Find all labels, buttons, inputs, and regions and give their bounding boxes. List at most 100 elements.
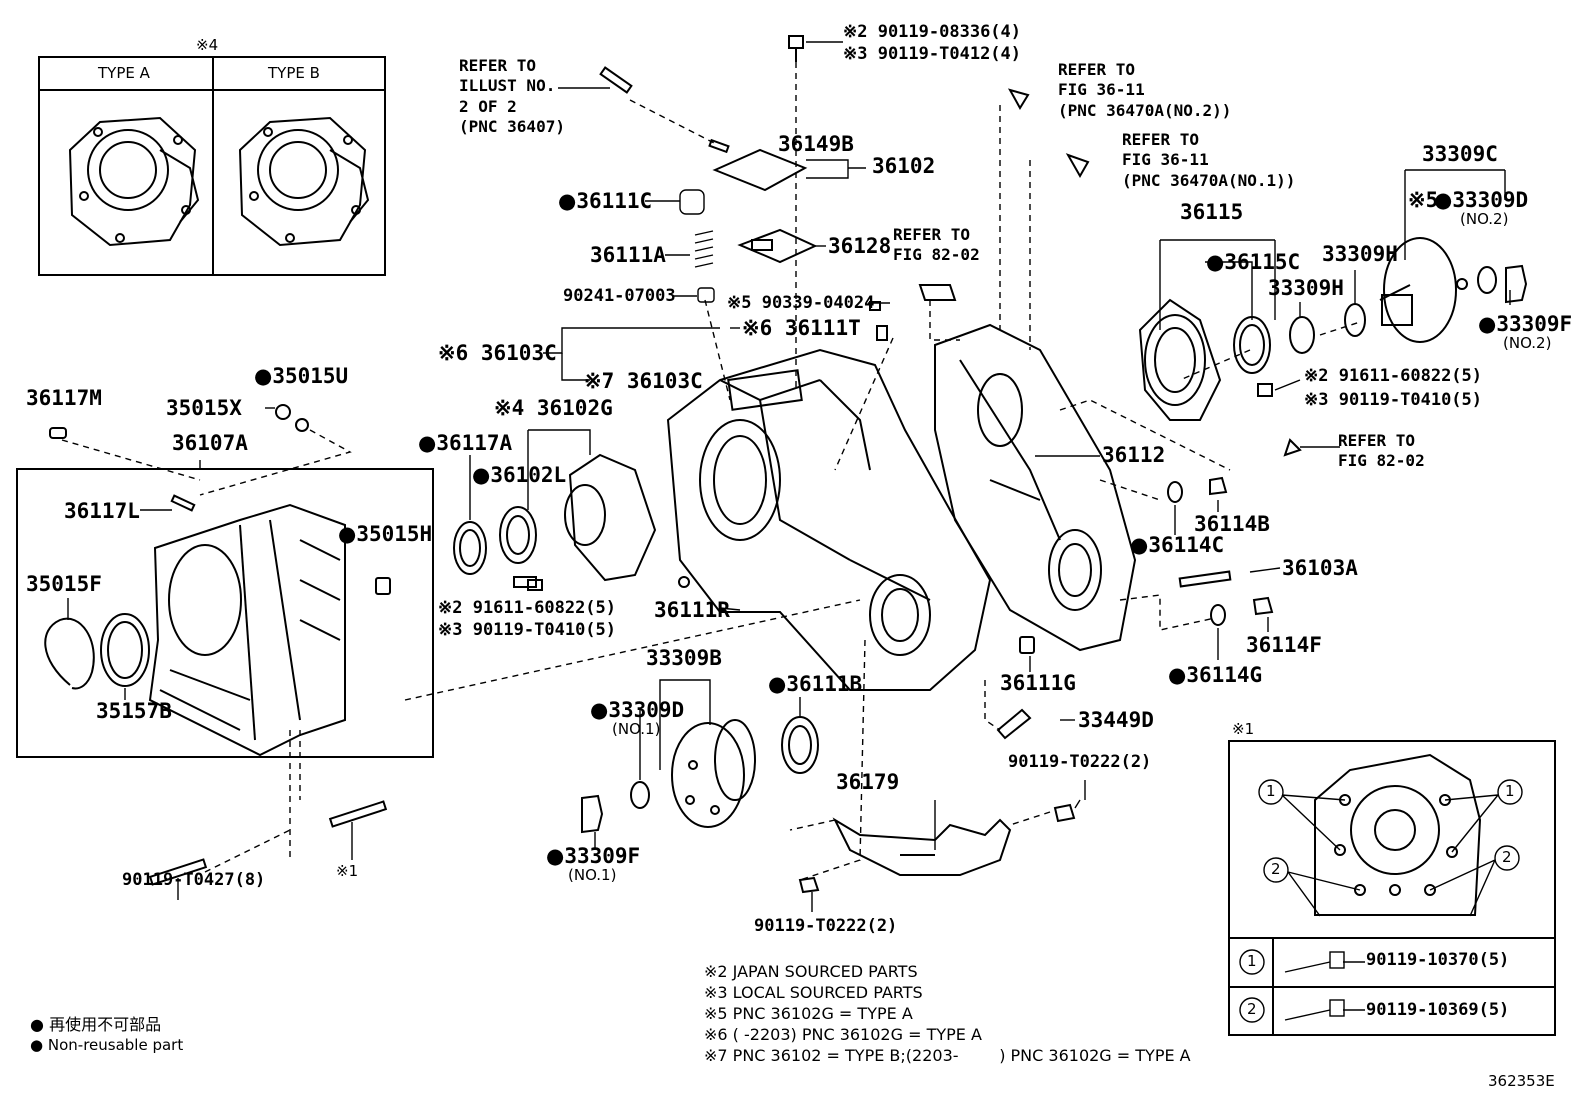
- bearing-retainer-drawing: [1138, 298, 1315, 421]
- bolt-1-part-number: 90119-10370(5): [1366, 950, 1510, 970]
- front-flange-drawing: [581, 719, 756, 834]
- part-33309f-no2: 33309F: [1478, 314, 1572, 335]
- part-36111t: ※6 36111T: [742, 316, 861, 340]
- label-leaders: [67, 41, 1511, 1011]
- part-90241-07003: 90241-07003: [563, 286, 676, 306]
- part-36117l: 36117L: [64, 499, 140, 523]
- note-line: ※2 JAPAN SOURCED PARTS: [704, 962, 918, 981]
- part-36103c-note7: ※7 36103C: [584, 369, 703, 393]
- part-note1-mark: ※1: [336, 862, 359, 880]
- type-b-label: TYPE B: [268, 64, 320, 82]
- part-36117m: 36117M: [26, 386, 102, 410]
- part-36102l: 36102L: [472, 465, 566, 486]
- bullet-icon: ●: [30, 1015, 44, 1034]
- notes-list: ※2 JAPAN SOURCED PARTS ※3 LOCAL SOURCED …: [704, 962, 1191, 1067]
- detail-box-divider-1: [1228, 937, 1556, 939]
- type-box-divider-h: [38, 89, 386, 91]
- bolt-2-circle: 2: [1247, 1000, 1257, 1018]
- ref-illust-2of2: REFER TO ILLUST NO. 2 OF 2 (PNC 36407): [459, 56, 565, 137]
- snap-ring-drawing: [44, 617, 95, 690]
- part-36111r: 36111R: [654, 598, 730, 622]
- part-36102g: ※4 36102G: [494, 396, 613, 420]
- part-mark5: ※5: [1408, 188, 1439, 212]
- part-90119-t0412: ※3 90119-T0412(4): [843, 44, 1022, 64]
- part-36111g: 36111G: [1000, 671, 1076, 695]
- part-33309c: 33309C: [1422, 142, 1498, 166]
- type-a-cover-drawing: [68, 116, 200, 247]
- adapter-36102g-drawing: [453, 453, 690, 588]
- part-90119-t0222-top: 90119-T0222(2): [1008, 752, 1152, 772]
- part-33309b: 33309B: [646, 646, 722, 670]
- part-90119-08336: ※2 90119-08336(4): [843, 22, 1022, 42]
- part-35157b: 35157B: [96, 699, 172, 723]
- part-90119-t0427: 90119-T0427(8): [122, 870, 266, 890]
- transfer-case-main-drawing: [666, 348, 992, 691]
- part-90119-t0222-bottom: 90119-T0222(2): [754, 916, 898, 936]
- ref-fig-82-02-right: REFER TO FIG 82-02: [1338, 431, 1425, 471]
- bullet-icon: ●: [30, 1036, 44, 1054]
- detail-callout-2-right: 2: [1502, 848, 1512, 866]
- note-line: ※7 PNC 36102 = TYPE B;(2203- ) PNC 36102…: [704, 1046, 1191, 1065]
- part-36115c: 36115C: [1206, 252, 1300, 273]
- detail-box-divider-2: [1228, 986, 1556, 988]
- ref-fig-36-11-no2: REFER TO FIG 36-11 (PNC 36470A(NO.2)): [1058, 60, 1232, 120]
- detail-leaders: [1239, 779, 1523, 1023]
- part-33309d-no1-qualifier: (NO.1): [612, 720, 661, 738]
- top-bolt-drawing: [788, 35, 804, 62]
- detail-box-mark: ※1: [1232, 720, 1255, 738]
- type-box-mark: ※4: [196, 36, 219, 54]
- part-90119-t0410-left: ※3 90119-T0410(5): [438, 620, 617, 640]
- part-33309h-lower: 33309H: [1268, 276, 1344, 300]
- type-b-cover-drawing: [238, 116, 370, 247]
- detail-box: [1228, 740, 1556, 1036]
- note-line: ※3 LOCAL SOURCED PARTS: [704, 983, 923, 1002]
- detail-housing-drawing: [1314, 753, 1482, 916]
- small-hardware-drawing: [869, 88, 1302, 740]
- part-36128: 36128: [828, 234, 892, 258]
- small-plugs-drawing: [49, 404, 391, 595]
- part-35015h: 35015H: [338, 524, 432, 545]
- ref-fig-36-11-no1: REFER TO FIG 36-11 (PNC 36470A(NO.1)): [1122, 130, 1296, 190]
- extension-housing-drawing: [148, 503, 346, 757]
- seal-35157b-drawing: [100, 613, 150, 687]
- note-line: ※5 PNC 36102G = TYPE A: [704, 1004, 913, 1023]
- part-33309d-no2: 33309D: [1434, 190, 1528, 211]
- part-36102: 36102: [872, 154, 936, 178]
- part-36111c: 36111C: [558, 191, 652, 212]
- part-33309d-no2-qualifier: (NO.2): [1460, 210, 1509, 228]
- part-33309f-no1: 33309F: [546, 846, 640, 867]
- part-33309f-no1-qualifier: (NO.1): [568, 866, 617, 884]
- part-36149b: 36149B: [778, 132, 854, 156]
- part-90339-04024: ※5 90339-04024: [727, 293, 875, 313]
- part-36117a: 36117A: [418, 433, 512, 454]
- detail-box-divider-v: [1272, 937, 1274, 1036]
- part-35015f: 35015F: [26, 572, 102, 596]
- type-a-label: TYPE A: [98, 64, 150, 82]
- protector-plate-drawing: [832, 817, 1012, 876]
- part-36103c-note6: ※6 36103C: [438, 341, 557, 365]
- part-36111a: 36111A: [590, 243, 666, 267]
- part-91611-right: ※2 91611-60822(5): [1304, 366, 1483, 386]
- part-35015x: 35015X: [166, 396, 242, 420]
- part-36107a: 36107A: [172, 431, 248, 455]
- bolts-bottom-left-drawing: [148, 579, 1076, 894]
- part-36114f: 36114F: [1246, 633, 1322, 657]
- part-35015u: 35015U: [254, 366, 348, 387]
- legend-jp: ● 再使用不可部品: [30, 1011, 161, 1035]
- guide-lines: [61, 62, 1361, 881]
- part-36103a: 36103A: [1282, 556, 1358, 580]
- pin-drawing: [599, 66, 730, 154]
- part-36111b: 36111B: [768, 674, 862, 695]
- type-box-divider-v: [212, 56, 214, 276]
- part-90119-t0410-right: ※3 90119-T0410(5): [1304, 390, 1483, 410]
- part-36112: 36112: [1102, 443, 1166, 467]
- legend-en-text: Non-reusable part: [47, 1036, 184, 1054]
- detail-callout-2-left: 2: [1271, 860, 1281, 878]
- part-33309h-upper: 33309H: [1322, 242, 1398, 266]
- legend-en: ● Non-reusable part: [30, 1036, 183, 1054]
- ref-fig-82-02-top: REFER TO FIG 82-02: [893, 225, 980, 265]
- extension-housing-box: [16, 468, 434, 758]
- part-36114g: 36114G: [1168, 665, 1262, 686]
